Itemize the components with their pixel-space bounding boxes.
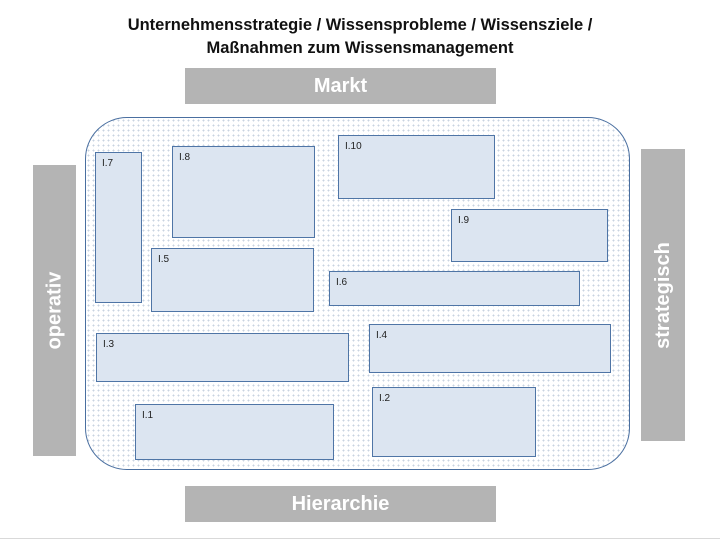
box-i7-label: I.7 [102, 158, 114, 169]
axis-bottom-hierarchie: Hierarchie [185, 486, 496, 522]
axis-right-strategisch: strategisch [641, 149, 685, 441]
box-i8: I.8 [172, 146, 315, 238]
axis-top-markt: Markt [185, 68, 496, 104]
title-line-2: Maßnahmen zum Wissensmanagement [206, 39, 514, 57]
box-i3-label: I.3 [103, 339, 115, 350]
box-i6: I.6 [329, 271, 580, 306]
axis-left-label: operativ [43, 271, 65, 350]
box-i2-label: I.2 [379, 393, 391, 404]
box-i7: I.7 [95, 152, 142, 303]
box-i8-label: I.8 [179, 152, 191, 163]
box-i9-label: I.9 [458, 215, 470, 226]
box-i2: I.2 [372, 387, 536, 457]
box-i6-label: I.6 [336, 277, 348, 288]
diagram-title: Unternehmensstrategie / Wissensprobleme … [60, 14, 660, 60]
slide-bottom-divider [0, 538, 720, 539]
box-i3: I.3 [96, 333, 349, 382]
box-i5: I.5 [151, 248, 314, 312]
title-line-1: Unternehmensstrategie / Wissensprobleme … [127, 16, 593, 34]
box-i10-label: I.10 [345, 141, 362, 152]
axis-top-label: Markt [313, 74, 368, 97]
box-i4: I.4 [369, 324, 611, 373]
box-i1: I.1 [135, 404, 334, 460]
axis-right-label: strategisch [651, 241, 674, 349]
box-i10: I.10 [338, 135, 495, 199]
box-i1-label: I.1 [142, 410, 154, 421]
axis-bottom-label: Hierarchie [291, 492, 390, 515]
box-i4-label: I.4 [376, 330, 388, 341]
box-i9: I.9 [451, 209, 608, 262]
box-i5-label: I.5 [158, 254, 170, 265]
axis-left-operativ: operativ [33, 165, 76, 456]
